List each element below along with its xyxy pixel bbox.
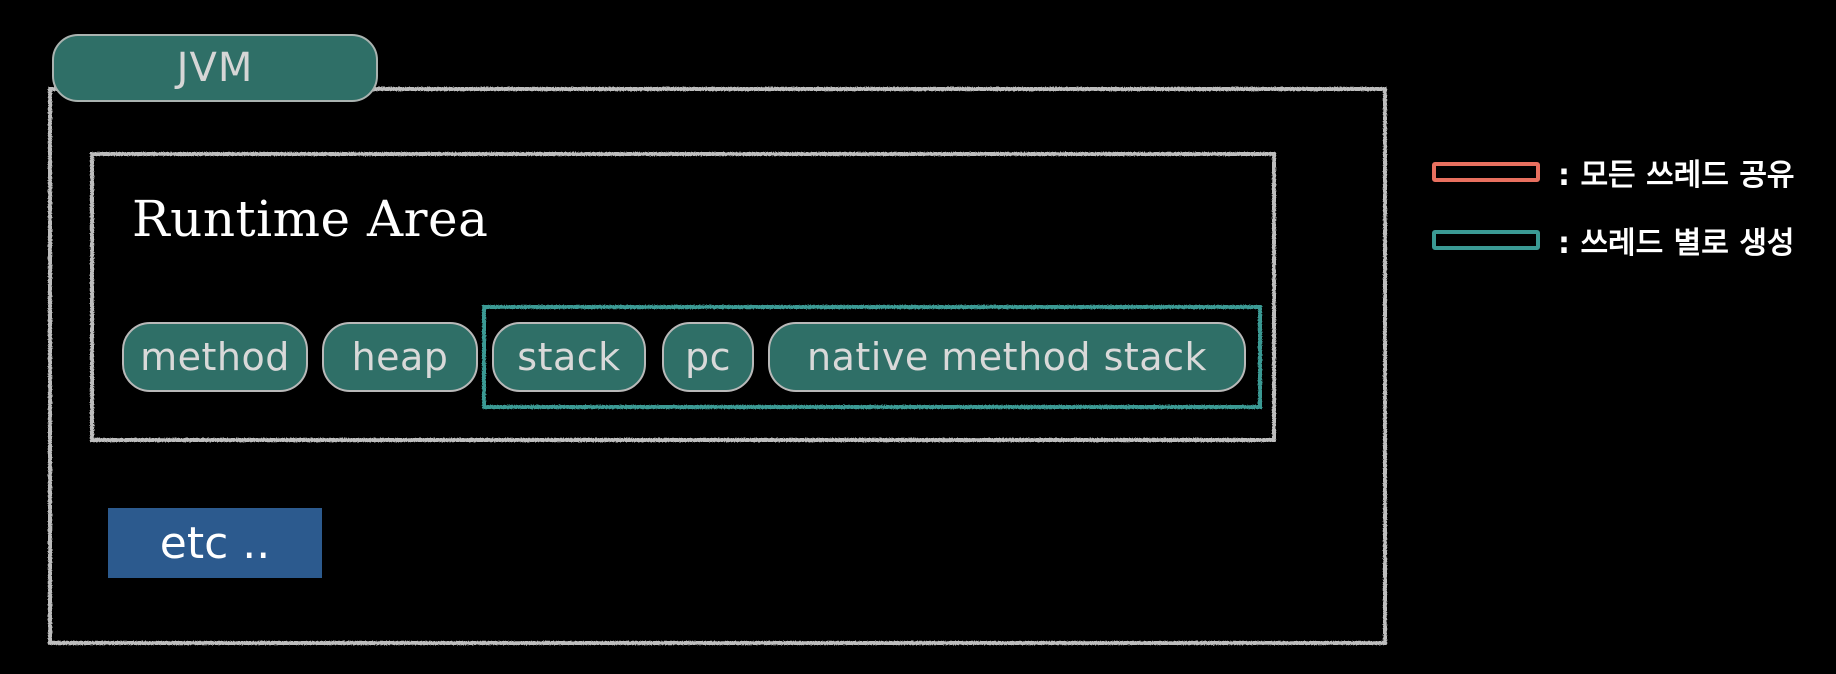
legend-item-shared: : 모든 쓰레드 공유 (1432, 152, 1795, 193)
legend-swatch-shared (1432, 162, 1540, 182)
legend-item-per-thread: : 쓰레드 별로 생성 (1432, 220, 1795, 261)
component-native-method-stack: native method stack (768, 322, 1246, 392)
component-pc-label: pc (684, 335, 731, 379)
component-heap-label: heap (351, 335, 449, 379)
component-method-label: method (140, 335, 290, 379)
etc-box: etc .. (108, 508, 322, 578)
jvm-label: JVM (52, 34, 378, 102)
runtime-area-title: Runtime Area (132, 190, 489, 248)
runtime-area-border (90, 152, 1276, 442)
thread-group-border (482, 305, 1262, 409)
component-heap: heap (322, 322, 478, 392)
component-stack: stack (492, 322, 646, 392)
jvm-label-text: JVM (176, 45, 254, 91)
jvm-container-border (48, 87, 1387, 645)
legend-text-shared: : 모든 쓰레드 공유 (1558, 158, 1795, 193)
component-pc: pc (662, 322, 754, 392)
component-method: method (122, 322, 308, 392)
legend-text-per-thread: : 쓰레드 별로 생성 (1558, 226, 1795, 261)
component-stack-label: stack (517, 335, 621, 379)
component-native-method-stack-label: native method stack (807, 335, 1207, 379)
etc-label: etc .. (159, 517, 271, 569)
legend-swatch-per-thread (1432, 230, 1540, 250)
